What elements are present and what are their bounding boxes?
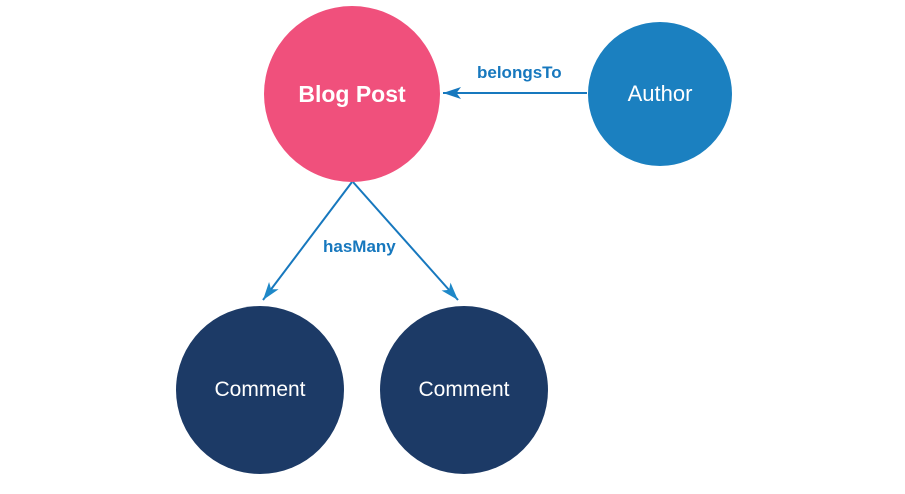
node-comment-1: Comment (176, 306, 344, 474)
edge-label-has-many: hasMany (323, 237, 396, 256)
node-author-label: Author (627, 81, 693, 106)
node-blog-post: Blog Post (264, 6, 440, 182)
node-comment-1-label: Comment (214, 378, 306, 401)
node-author: Author (588, 22, 732, 166)
edge-label-belongs-to: belongsTo (477, 63, 562, 82)
node-blog-post-label: Blog Post (298, 80, 406, 107)
node-comment-2: Comment (380, 306, 548, 474)
node-comment-2-label: Comment (418, 378, 510, 401)
